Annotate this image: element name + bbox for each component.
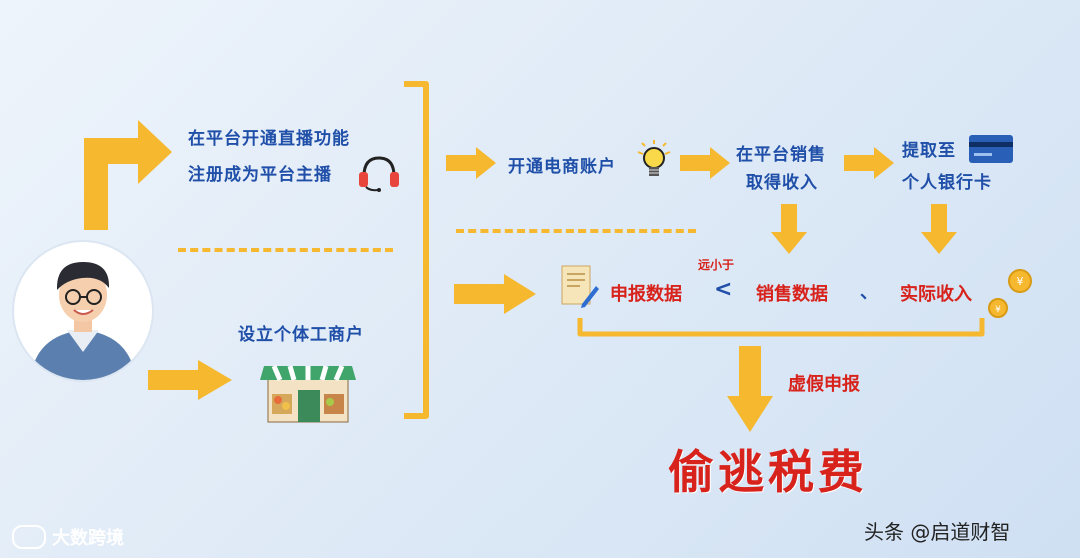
bank-card-icon (968, 134, 1014, 164)
svg-text:¥: ¥ (995, 305, 1001, 315)
lightbulb-icon (634, 138, 674, 182)
declared-data: 申报数据 (610, 284, 682, 305)
coins-icon: ¥ ¥ (984, 266, 1036, 322)
down-arrow-income (920, 204, 958, 256)
conclusion-title: 偷逃税费 (668, 445, 868, 499)
flow-arrow-1 (446, 145, 498, 181)
separator: 、 (860, 282, 878, 303)
watermark-left: 大数跨境 (12, 524, 124, 550)
shop-icon (258, 360, 358, 424)
less-than-symbol: < (714, 277, 733, 302)
watermark-right: 头条 @启道财智 (864, 520, 1011, 544)
flow-arrow-3 (844, 145, 896, 181)
less-than-note: 远小于 (698, 258, 735, 272)
flow-step-sell-line2: 取得收入 (746, 173, 818, 193)
watermark-logo-icon (12, 525, 46, 549)
sales-data: 销售数据 (756, 284, 828, 305)
false-report-label: 虚假申报 (788, 374, 860, 395)
conclusion-arrow (726, 346, 774, 434)
down-arrow-sales (770, 204, 808, 256)
top-branch-line2: 注册成为平台主播 (188, 165, 332, 185)
branch-arrow-up (80, 112, 180, 237)
flow-step-open-account: 开通电商账户 (508, 157, 616, 177)
comparison-brace (576, 316, 986, 340)
top-branch-line1: 在平台开通直播功能 (188, 129, 350, 149)
svg-text:¥: ¥ (1017, 275, 1024, 288)
flow-arrow-2 (680, 145, 732, 181)
grouping-bracket (400, 80, 434, 420)
comparison-arrow (454, 272, 538, 316)
dashed-divider-right (456, 229, 696, 233)
branch-arrow-right (148, 358, 234, 402)
avatar (12, 240, 154, 382)
bottom-branch-label: 设立个体工商户 (238, 325, 364, 345)
flow-step-withdraw-line2: 个人银行卡 (902, 173, 992, 193)
flow-step-sell-line1: 在平台销售 (736, 145, 826, 165)
watermark-left-text: 大数跨境 (52, 528, 124, 549)
headset-icon (356, 152, 402, 192)
actual-income: 实际收入 (900, 284, 972, 305)
flow-step-withdraw-line1: 提取至 (902, 141, 956, 161)
dashed-divider-left (178, 248, 393, 252)
document-icon (560, 264, 600, 310)
